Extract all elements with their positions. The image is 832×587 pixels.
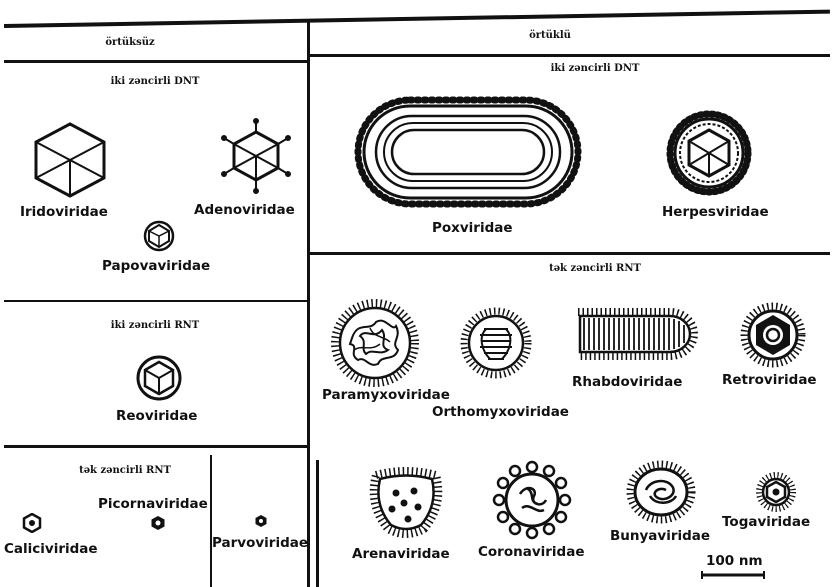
left-divider-2 bbox=[4, 445, 309, 448]
right-header-underline bbox=[310, 54, 830, 57]
poxviridae-label: Poxviridae bbox=[432, 220, 513, 236]
parvoviridae-virion bbox=[254, 514, 268, 528]
dsdna-right-header: iki zəncirli DNT bbox=[520, 63, 670, 74]
picornaviridae-label: Picornaviridae bbox=[98, 496, 208, 512]
coronaviridae-virion bbox=[490, 458, 574, 542]
rhabdoviridae-virion bbox=[572, 304, 702, 364]
ssrna-left-header: tək zəncirli RNT bbox=[50, 465, 200, 476]
togaviridae-virion bbox=[756, 472, 796, 512]
papovaviridae-label: Papovaviridae bbox=[102, 258, 210, 274]
iridoviridae-virion bbox=[32, 122, 108, 198]
retroviridae-label: Retroviridae bbox=[722, 372, 817, 388]
top-border-line bbox=[4, 10, 830, 28]
bunyaviridae-label: Bunyaviridae bbox=[610, 528, 710, 544]
dsdna-left-header: iki zəncirli DNT bbox=[80, 76, 230, 87]
main-vertical-divider bbox=[307, 22, 310, 587]
poxviridae-virion bbox=[350, 92, 586, 212]
arenaviridae-virion bbox=[366, 465, 446, 539]
rhabdoviridae-label: Rhabdoviridae bbox=[572, 374, 682, 390]
orthomyxoviridae-virion bbox=[460, 307, 532, 379]
scale-bar-label: 100 nm bbox=[706, 553, 763, 569]
iridoviridae-label: Iridoviridae bbox=[20, 204, 108, 220]
reoviridae-label: Reoviridae bbox=[116, 408, 197, 424]
papovaviridae-virion bbox=[143, 220, 175, 252]
nonenveloped-header: örtüksüz bbox=[60, 37, 200, 48]
ssrna-right-header: tək zəncirli RNT bbox=[520, 263, 670, 274]
left-divider-1 bbox=[4, 300, 309, 302]
bottom-left-vertical bbox=[210, 455, 212, 587]
paramyxoviridae-virion bbox=[330, 298, 420, 388]
herpesviridae-virion bbox=[666, 110, 752, 196]
picornaviridae-virion bbox=[150, 515, 166, 531]
herpesviridae-label: Herpesviridae bbox=[662, 204, 769, 220]
caliciviridae-virion bbox=[22, 513, 42, 533]
adenoviridae-label: Adenoviridae bbox=[194, 202, 295, 218]
right-divider-1 bbox=[310, 252, 830, 255]
arenaviridae-label: Arenaviridae bbox=[352, 546, 450, 562]
enveloped-header: örtüklü bbox=[480, 30, 620, 41]
paramyxoviridae-label: Paramyxoviridae bbox=[322, 387, 450, 403]
retroviridae-virion bbox=[740, 302, 806, 368]
coronaviridae-label: Coronaviridae bbox=[478, 544, 584, 560]
parvoviridae-label: Parvoviridae bbox=[212, 535, 308, 551]
orthomyxoviridae-label: Orthomyxoviridae bbox=[432, 404, 569, 420]
reoviridae-virion bbox=[136, 355, 182, 401]
bunyaviridae-virion bbox=[626, 460, 696, 524]
caliciviridae-label: Caliciviridae bbox=[4, 541, 98, 557]
adenoviridae-virion bbox=[218, 118, 294, 194]
dsrna-left-header: iki zəncirli RNT bbox=[80, 320, 230, 331]
togaviridae-label: Togaviridae bbox=[722, 514, 810, 530]
scale-bar bbox=[700, 570, 766, 580]
left-header-underline bbox=[4, 60, 309, 63]
bottom-center-vertical bbox=[316, 460, 319, 587]
